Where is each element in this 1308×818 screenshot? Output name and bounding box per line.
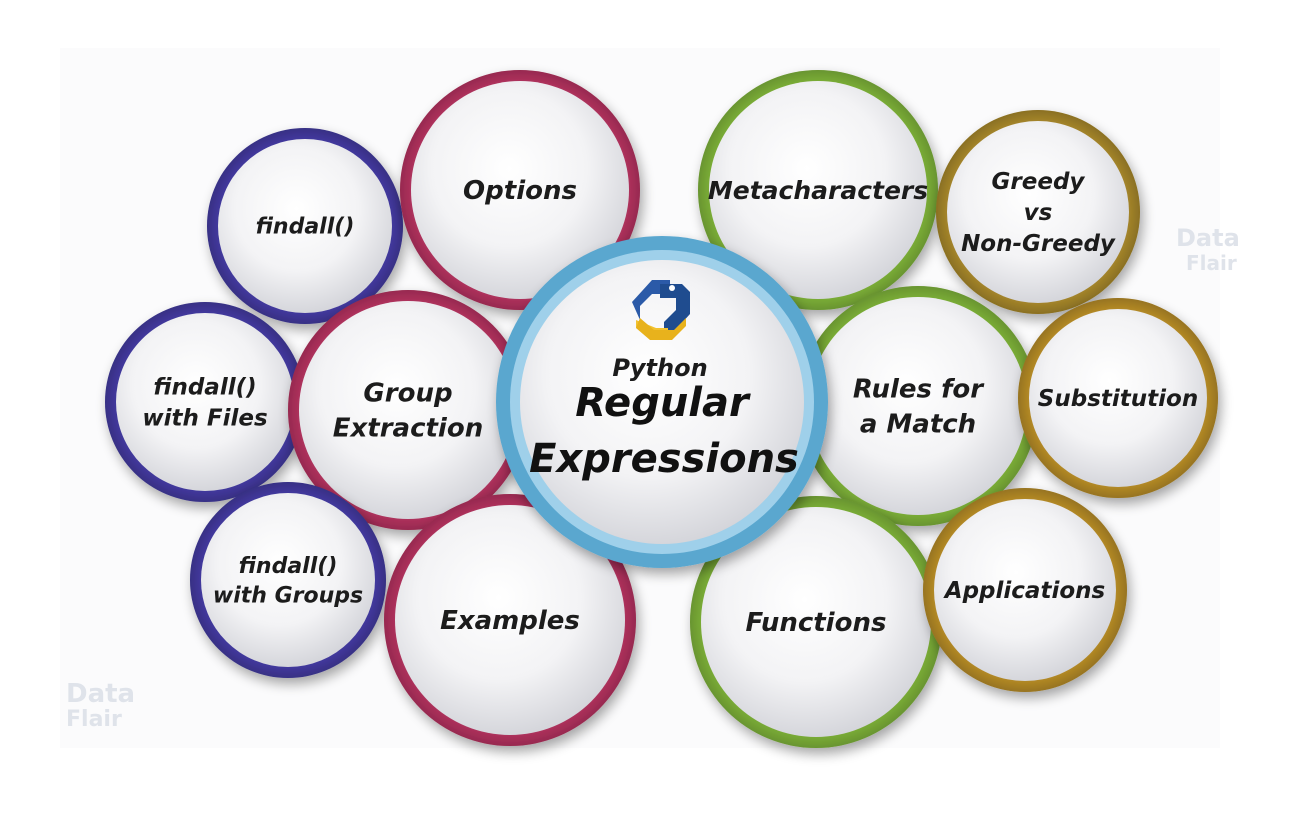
bubble-face-group-extraction — [299, 301, 517, 519]
bubble-examples: Examples — [384, 494, 636, 746]
center-face — [520, 260, 804, 544]
center-bubble — [496, 236, 828, 568]
bubble-label-group-extraction-0: Group — [363, 379, 452, 409]
bubble-label-greedy-2: Non-Greedy — [961, 231, 1116, 257]
svg-text:Flair: Flair — [66, 707, 122, 732]
bubble-findall-groups: findall() with Groups — [190, 482, 386, 678]
svg-text:Data: Data — [1176, 224, 1240, 252]
python-logo-icon — [632, 280, 690, 340]
bubble-metacharacters: Metacharacters — [698, 70, 938, 310]
bubble-label-rules-match-1: a Match — [860, 410, 976, 440]
center-subtitle: Python — [612, 354, 707, 382]
bubble-label-greedy-0: Greedy — [992, 169, 1086, 195]
bubble-face-findall-files — [116, 313, 294, 491]
bubble-face-examples — [395, 505, 625, 735]
bubble-label-rules-match-0: Rules for — [853, 375, 985, 405]
bubble-face-findall — [218, 139, 392, 313]
bubble-applications: Applications — [923, 488, 1127, 692]
bubble-label-group-extraction-1: Extraction — [333, 414, 483, 444]
bubble-label-substitution-0: Substitution — [1038, 386, 1198, 412]
bubble-substitution: Substitution — [1018, 298, 1218, 498]
bubble-findall-files: findall() with Files — [105, 302, 305, 502]
bubble-label-options-0: Options — [463, 176, 577, 206]
bubble-findall: findall() — [207, 128, 403, 324]
bubble-face-functions — [701, 507, 931, 737]
svg-text:Flair: Flair — [1186, 251, 1237, 275]
center-title-line1: Regular — [575, 380, 751, 426]
center-title-line2: Expressions — [529, 436, 799, 482]
bubble-label-findall-0: findall() — [256, 215, 355, 240]
bubble-label-metacharacters-0: Metacharacters — [708, 176, 928, 205]
bubble-face-metacharacters — [709, 81, 927, 299]
bubbles-layer: findall() Options Metacharacters Greedy vsNo… — [105, 70, 1218, 748]
bubble-face-rules-match — [809, 297, 1027, 515]
bubble-face-findall-groups — [201, 493, 375, 667]
bubble-label-applications-0: Applications — [943, 578, 1105, 604]
bubble-label-findall-files-0: findall() — [153, 375, 256, 401]
bubble-label-findall-groups-1: with Groups — [213, 584, 363, 609]
bubble-label-greedy-1: vs — [1024, 200, 1053, 226]
bubble-label-examples-0: Examples — [440, 606, 580, 636]
bubble-rules-match: Rules for a Match — [798, 286, 1038, 526]
bubble-label-functions-0: Functions — [746, 608, 887, 638]
bubble-label-findall-groups-0: findall() — [239, 554, 338, 579]
svg-text:Data: Data — [66, 679, 135, 709]
bubble-face-options — [411, 81, 629, 299]
bubble-options: Options — [400, 70, 640, 310]
watermark-left: Data Flair — [66, 679, 135, 732]
bubble-face-applications — [934, 499, 1116, 681]
bubble-face-substitution — [1029, 309, 1207, 487]
bubble-face-greedy — [947, 121, 1129, 303]
watermark-right: Data Flair — [1176, 224, 1240, 275]
bubble-label-findall-files-1: with Files — [142, 406, 267, 432]
bubble-functions: Functions — [690, 496, 942, 748]
